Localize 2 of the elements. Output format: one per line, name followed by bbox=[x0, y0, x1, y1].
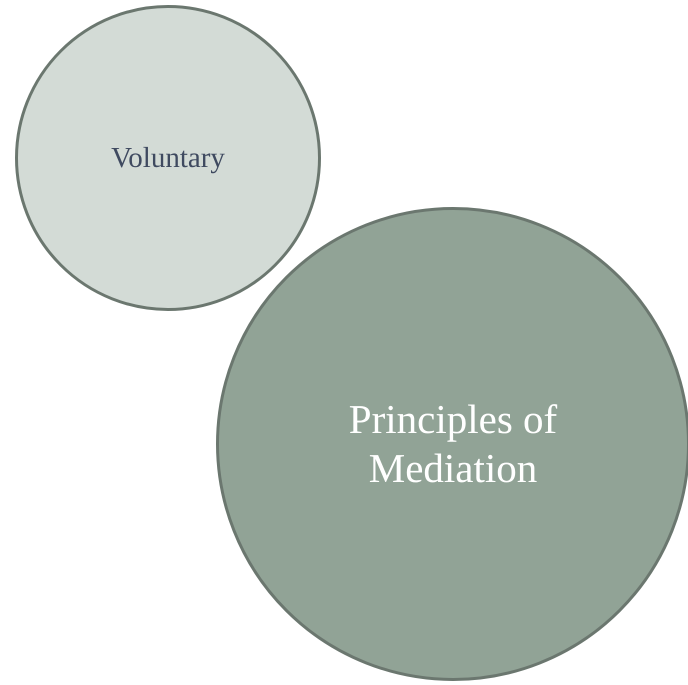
node-label: Voluntary bbox=[111, 140, 225, 176]
node-label: Principles of Mediation bbox=[348, 394, 558, 493]
